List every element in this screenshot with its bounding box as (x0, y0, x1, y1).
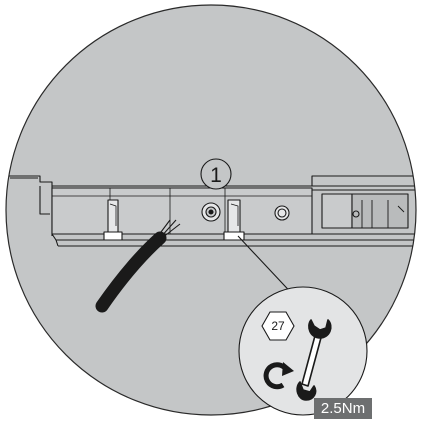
wrench-size-label: 27 (271, 319, 285, 333)
ground-nut (201, 202, 221, 222)
clockwise-rotation-icon (263, 362, 294, 390)
bracket-body (51, 187, 313, 235)
mounting-hole (274, 205, 290, 221)
hex-nut-icon: 27 (261, 311, 295, 341)
open-end-wrench-icon (296, 319, 332, 401)
callout-number: 1 (210, 164, 222, 187)
clip-center (223, 199, 245, 241)
right-housing (311, 175, 416, 191)
rail-top-edge (8, 175, 316, 187)
clip-left (103, 199, 123, 241)
torque-value-label: 2.5Nm (314, 398, 372, 419)
cable (95, 231, 167, 313)
mounting-rail-assembly (8, 175, 416, 313)
callout-marker: 1 (200, 158, 232, 190)
